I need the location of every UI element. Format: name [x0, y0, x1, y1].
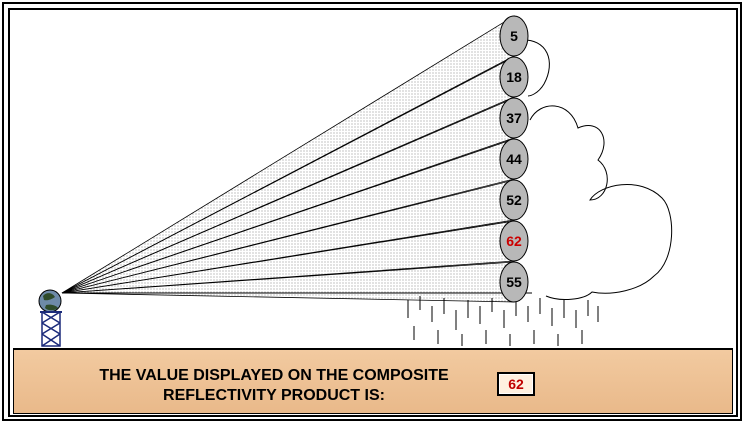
reflectivity-value-label: 18 — [506, 69, 522, 85]
reflectivity-bin — [499, 220, 529, 262]
answer-panel: THE VALUE DISPLAYED ON THE COMPOSITE REF… — [13, 348, 733, 414]
radar-tower-icon — [38, 289, 62, 347]
reflectivity-bin — [499, 56, 529, 98]
reflectivity-bin — [499, 15, 529, 57]
outer-frame — [2, 2, 742, 421]
question-line-1: THE VALUE DISPLAYED ON THE COMPOSITE — [99, 367, 449, 384]
reflectivity-bin — [499, 138, 529, 180]
reflectivity-bins: 5 18 37 44 52 62 55 — [499, 15, 529, 303]
reflectivity-value-label: 44 — [506, 151, 522, 167]
reflectivity-value-label: 5 — [510, 28, 518, 44]
rain-streaks — [407, 296, 599, 346]
radar-beams — [61, 15, 515, 303]
question-text: THE VALUE DISPLAYED ON THE COMPOSITE REF… — [54, 366, 494, 406]
question-line-2: REFLECTIVITY PRODUCT IS: — [163, 387, 385, 404]
reflectivity-bin — [499, 261, 529, 303]
reflectivity-bin — [499, 97, 529, 139]
storm-cloud — [519, 39, 673, 300]
reflectivity-bin — [499, 179, 529, 221]
reflectivity-value-label: 62 — [506, 233, 522, 249]
reflectivity-value-label: 55 — [506, 274, 522, 290]
reflectivity-value-label: 37 — [506, 110, 522, 126]
answer-value-box: 62 — [497, 372, 535, 396]
reflectivity-value-label: 52 — [506, 192, 522, 208]
